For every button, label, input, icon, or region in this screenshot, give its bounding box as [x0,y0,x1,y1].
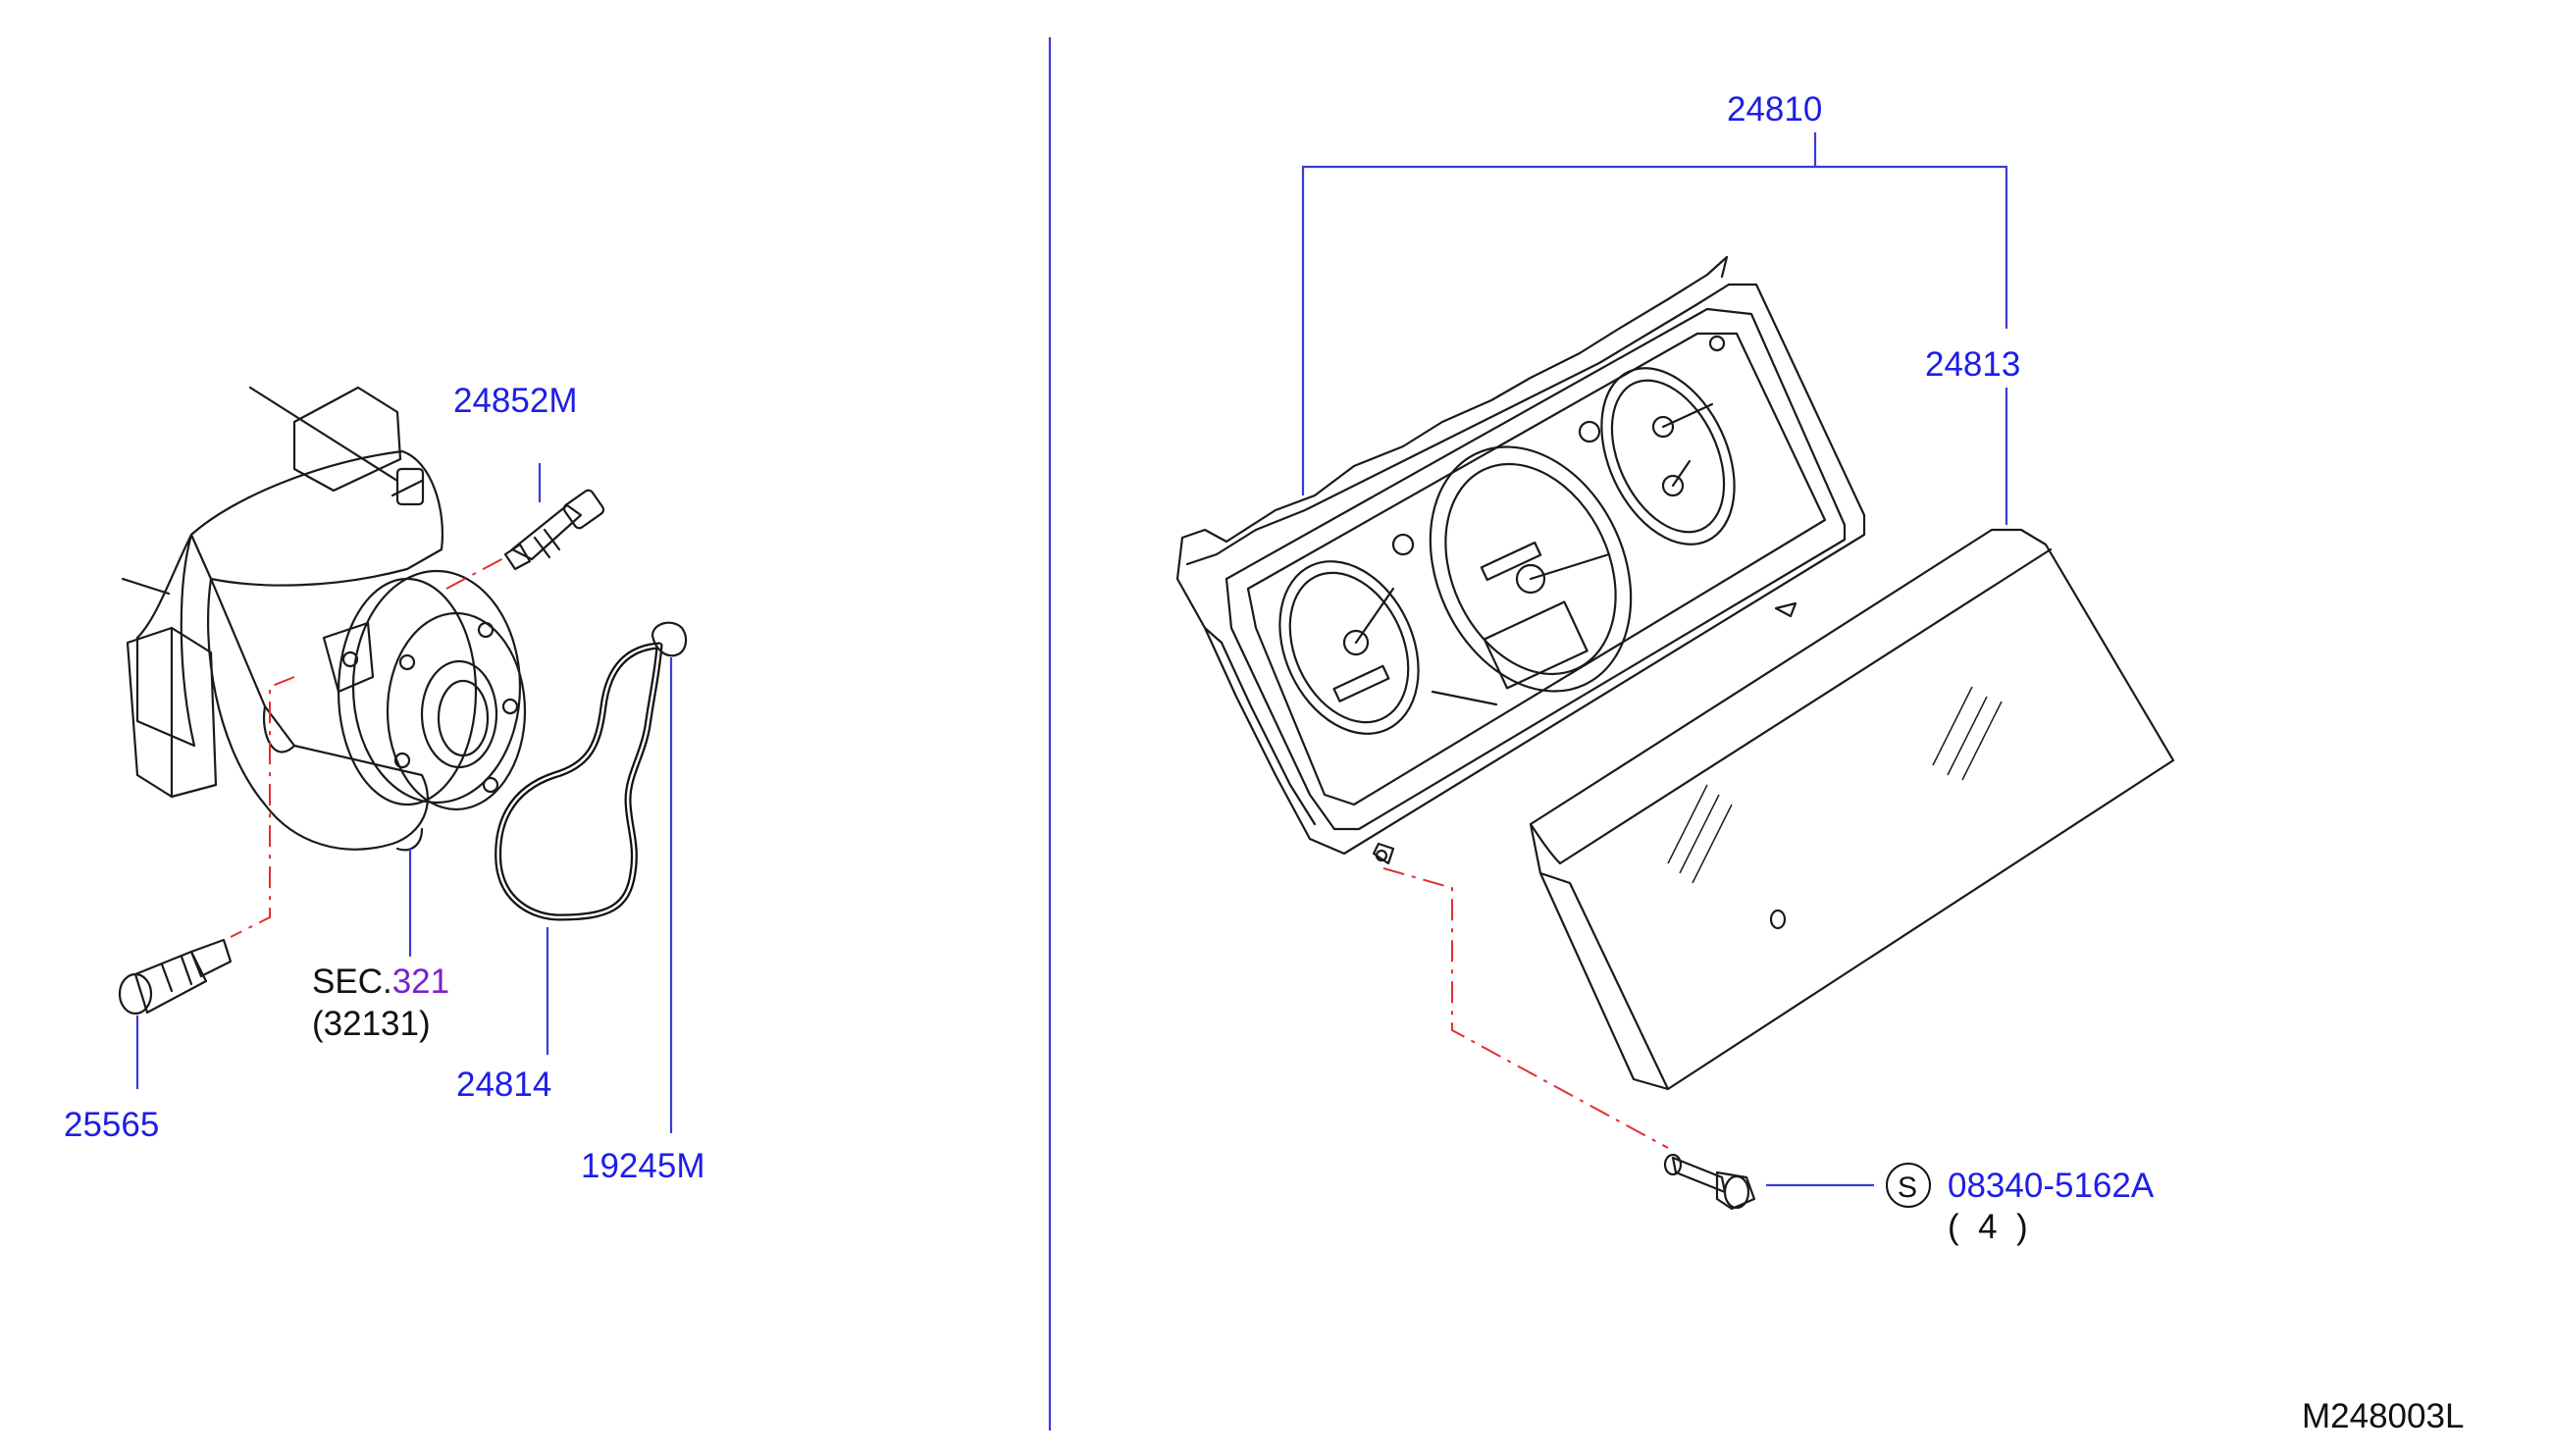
label-bolt-08340-5162A[interactable]: 08340-5162A [1948,1167,2155,1205]
section-reference[interactable]: SEC.321 [312,962,449,1001]
label-19245M[interactable]: 19245M [581,1147,704,1185]
centerline-bolt [1382,867,1669,1149]
centerline-24852M [445,556,506,590]
diagram-code: M248003L [2302,1397,2464,1435]
centerline-25565 [230,676,295,938]
transmission-housing-drawing [121,386,527,852]
switch-25565-drawing [118,938,233,1015]
cable-24814-drawing [495,621,688,921]
label-24810[interactable]: 24810 [1727,90,1822,129]
label-bolt-quantity: ( 4 ) [1948,1208,2028,1246]
section-prefix: SEC. [312,962,392,1001]
standard-part-symbol [1886,1163,1931,1208]
sensor-24852M-drawing [503,489,605,571]
standard-part-symbol-letter: S [1898,1171,1917,1204]
bolt-drawing [1663,1153,1756,1211]
label-25565[interactable]: 25565 [64,1106,159,1144]
leader-24810 [1301,165,2008,495]
combination-meter-drawing [1175,255,1866,865]
lens-24813-drawing [1529,528,2175,1091]
label-24813[interactable]: 24813 [1925,345,2020,384]
section-number[interactable]: 321 [392,962,449,1001]
label-24814[interactable]: 24814 [456,1066,551,1104]
section-sub-reference: (32131) [312,1005,431,1043]
label-24852M[interactable]: 24852M [453,382,577,420]
